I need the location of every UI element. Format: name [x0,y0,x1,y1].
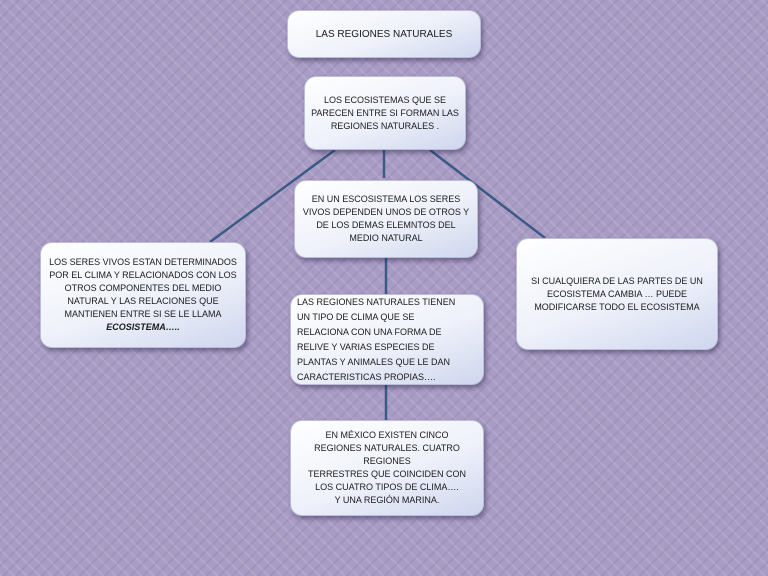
node-seres-vivos: LOS SERES VIVOS ESTAN DETERMINADOS POR E… [40,242,246,348]
node-mexico: EN MÉXICO EXISTEN CINCO REGIONES NATURAL… [290,420,484,516]
node-mexico-text: EN MÉXICO EXISTEN CINCO REGIONES NATURAL… [307,430,466,505]
node-ecosistemas: LOS ECOSISTEMAS QUE SE PARECEN ENTRE SI … [304,76,466,150]
node-regiones-clima-text: LAS REGIONES NATURALES TIENEN UN TIPO DE… [297,296,456,382]
node-regiones-clima: LAS REGIONES NATURALES TIENEN UN TIPO DE… [290,294,484,385]
connector-ecosistemas-to-seres-vivos [209,148,336,244]
connector-ecosistemas-to-cambia [429,149,546,239]
node-dependen: EN UN ESCOSISTEMA LOS SERES VIVOS DEPEND… [294,180,478,258]
node-dependen-text: EN UN ESCOSISTEMA LOS SERES VIVOS DEPEND… [302,194,470,243]
page-title: LAS REGIONES NATURALES [315,28,453,40]
title-node: LAS REGIONES NATURALES [287,10,481,58]
node-cambia: SI CUALQUIERA DE LAS PARTES DE UN ECOSIS… [516,238,718,350]
node-ecosistemas-text: LOS ECOSISTEMAS QUE SE PARECEN ENTRE SI … [311,94,459,131]
node-seres-vivos-emphasis: ECOSISTEMA….. [106,322,180,332]
node-seres-vivos-text: LOS SERES VIVOS ESTAN DETERMINADOS POR E… [49,257,237,319]
node-cambia-text: SI CUALQUIERA DE LAS PARTES DE UN ECOSIS… [531,275,703,312]
